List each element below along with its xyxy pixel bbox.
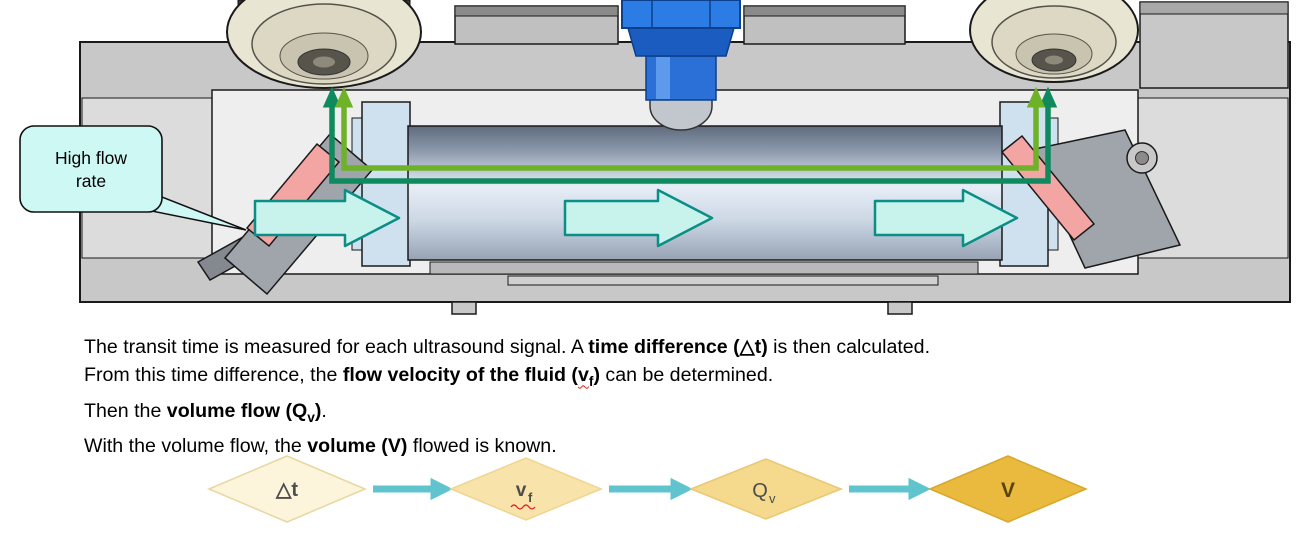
measuring-tube — [351, 101, 1059, 286]
flow-arrow-3 — [873, 188, 1019, 248]
label-v: V — [1001, 479, 1015, 502]
calculation-flowchart: △t v f Q v V — [207, 455, 1088, 523]
callout-text-line1: High flow — [55, 148, 127, 168]
tube-cylinder — [407, 125, 1003, 261]
signal-path-downstream — [334, 86, 1046, 171]
sensor-collar — [627, 27, 735, 57]
callout-bubble — [19, 125, 163, 213]
flow-arrow-2 — [563, 188, 714, 248]
flowchart-step-delta-t: △t — [207, 455, 367, 523]
diamond-v — [928, 455, 1088, 523]
diamond-vf — [449, 457, 603, 521]
explanation-text: The transit time is measured for each ul… — [84, 333, 1299, 460]
signal-path-upstream — [322, 86, 1058, 184]
flowchart-step-vf: v f — [449, 457, 603, 521]
text-line-4: With the volume flow, the volume (V) flo… — [84, 435, 557, 458]
right-reflector-assembly — [1000, 129, 1182, 269]
tube-support-rail — [507, 275, 939, 286]
flow-meter-cutaway-diagram: High flow rate — [19, 0, 1291, 315]
top-right-block — [1139, 1, 1289, 89]
callout-text-line2: rate — [76, 171, 106, 191]
text-line-3: Then the volume flow (Qv). — [84, 399, 327, 425]
bold-flow-velocity: flow velocity of the fluid (vf) — [342, 364, 600, 390]
right-transducer — [969, 0, 1139, 83]
bold-time-difference: time difference (△t) — [588, 336, 768, 358]
right-reflector-mirror — [1000, 134, 1096, 242]
spellcheck-vf: vf — [577, 364, 594, 390]
bottom-tab-right — [887, 301, 913, 315]
left-transducer — [226, 0, 422, 89]
bold-volume: volume (V) — [307, 435, 408, 458]
spellcheck-squiggle-vf — [510, 504, 536, 510]
tube-support-plate — [429, 261, 979, 275]
label-qv-main: Q — [752, 480, 768, 502]
bold-volume-flow: volume flow (Qv) — [166, 399, 322, 425]
diamond-qv — [688, 458, 844, 520]
right-pivot-hole — [1135, 151, 1149, 165]
sensor-hex-nut — [621, 0, 741, 29]
label-delta-t: △t — [275, 479, 298, 501]
label-qv-sub: v — [769, 491, 776, 506]
tube-left-collar — [361, 101, 411, 267]
bottom-tab-left — [451, 301, 477, 315]
flowchart-step-v: V — [928, 455, 1088, 523]
label-vf-main: v — [516, 480, 527, 501]
callout-high-flow-rate: High flow rate — [19, 125, 247, 231]
label-vf-sub: f — [528, 490, 533, 505]
flow-arrows — [253, 188, 1019, 248]
flowchart-step-qv: Q v — [688, 458, 844, 520]
flow-arrow-1 — [253, 188, 401, 248]
sensor-stem-highlight — [656, 57, 670, 99]
diamond-delta-t — [207, 455, 367, 523]
text-line-1: The transit time is measured for each ul… — [84, 336, 931, 358]
text-line-2: From this time difference, the flow velo… — [84, 364, 774, 390]
